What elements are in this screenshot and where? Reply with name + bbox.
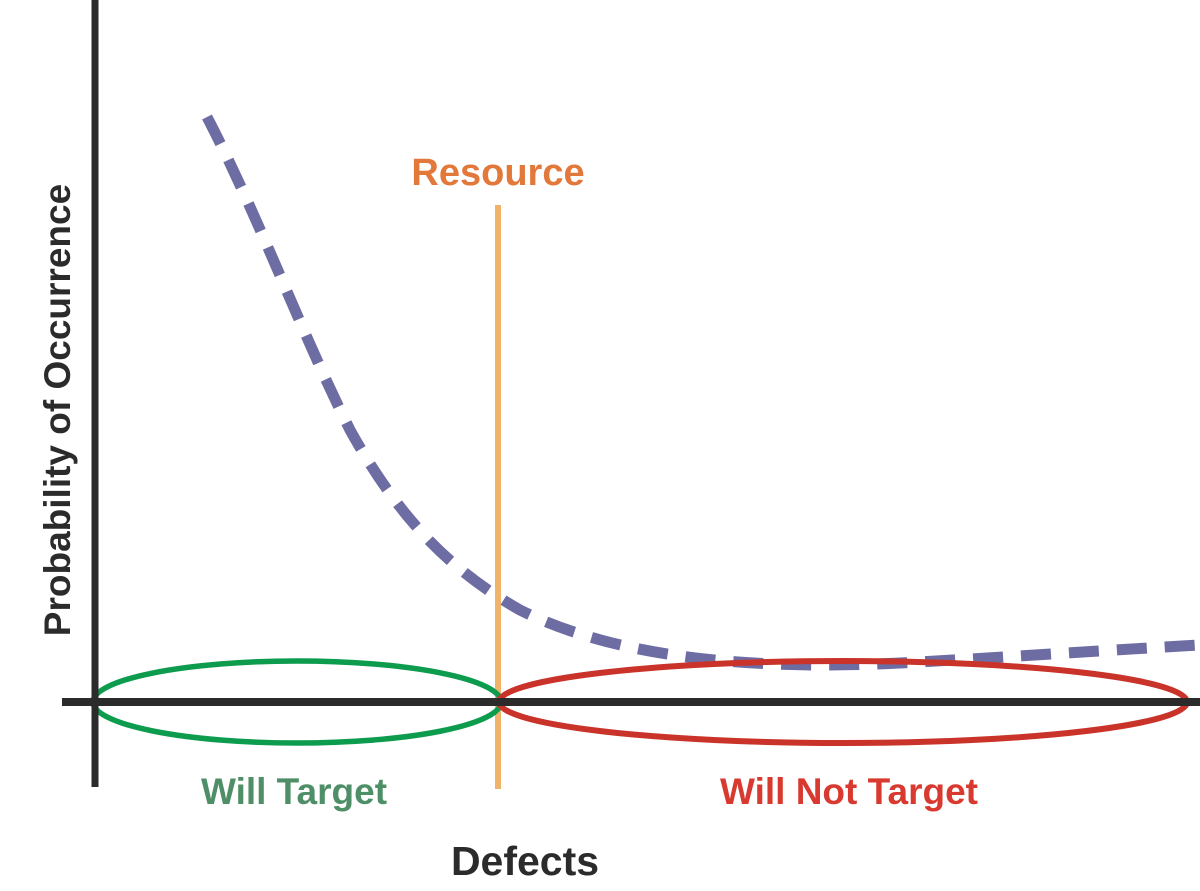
probability-curve-dashed — [202, 114, 1200, 671]
will-not-target-label: Will Not Target — [720, 771, 978, 812]
x-axis-title: Defects — [450, 838, 600, 884]
will-target-label: Will Target — [200, 771, 388, 812]
resource-label: Resource — [411, 152, 585, 194]
y-axis-title: Probability of Occurrence — [37, 183, 78, 637]
